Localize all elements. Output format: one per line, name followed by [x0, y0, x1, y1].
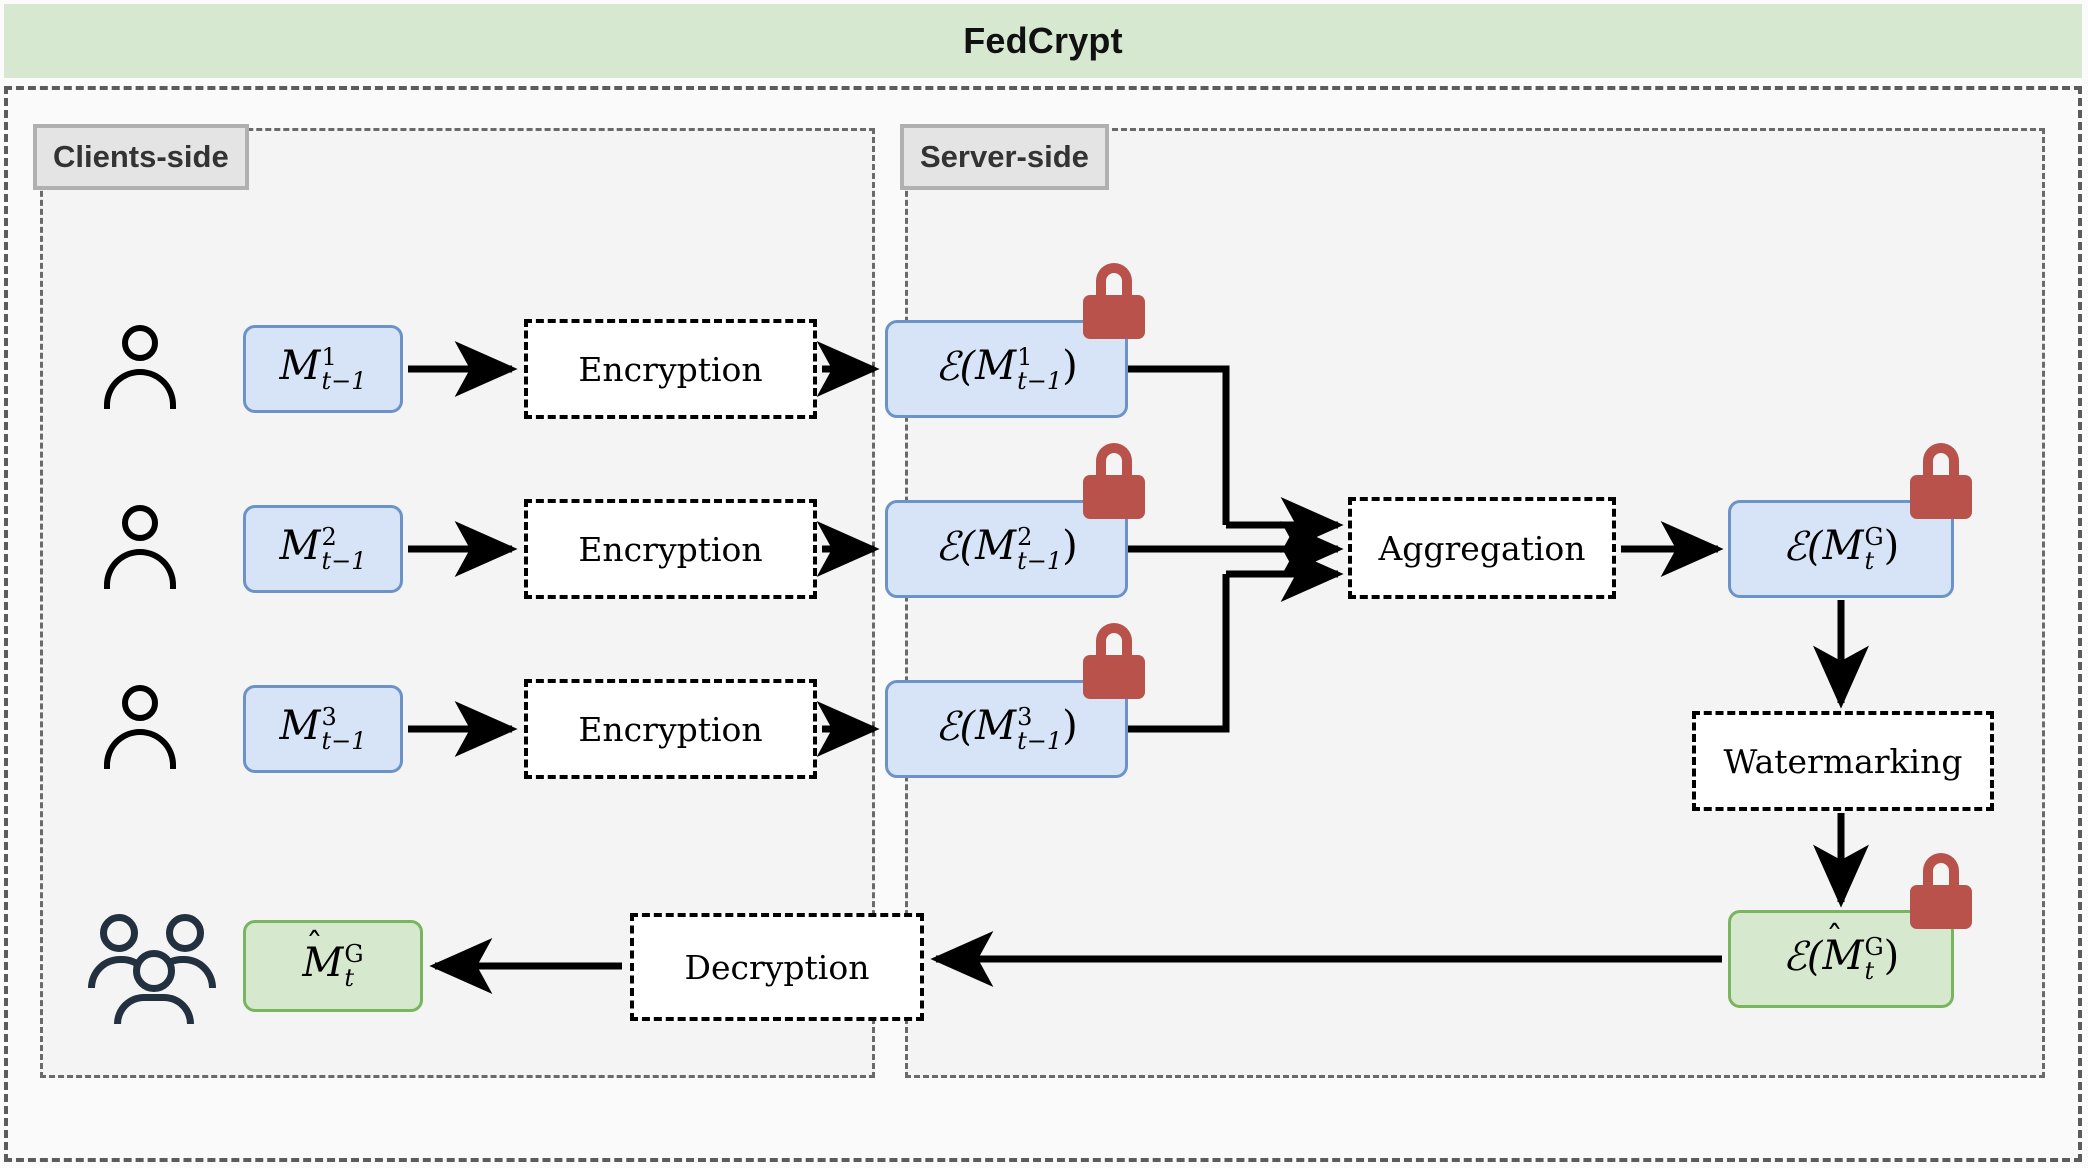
lock-icon-client-1	[1083, 263, 1145, 339]
watermarking-label: Watermarking	[1723, 741, 1963, 781]
watermarking-box[interactable]: Watermarking	[1692, 711, 1994, 811]
lock-icon-client-2	[1083, 443, 1145, 519]
page-title: FedCrypt	[963, 20, 1123, 61]
panel-label-server-text: Server-side	[920, 139, 1089, 174]
panel-label-server: Server-side	[900, 124, 1109, 190]
decryption-box[interactable]: Decryption	[630, 913, 924, 1021]
person-icon-client-2	[100, 505, 180, 589]
result-model-box[interactable]: ̂MGt	[243, 920, 423, 1012]
person-icon-client-1	[100, 325, 180, 409]
encryption-box-2[interactable]: Encryption	[524, 499, 817, 599]
aggregation-box[interactable]: Aggregation	[1348, 497, 1616, 599]
lock-icon-watermarked	[1910, 853, 1972, 929]
decryption-label: Decryption	[684, 947, 870, 987]
encryption-label-1: Encryption	[578, 349, 763, 389]
aggregation-label: Aggregation	[1378, 528, 1586, 568]
lock-icon-client-3	[1083, 623, 1145, 699]
encryption-box-3[interactable]: Encryption	[524, 679, 817, 779]
group-icon-clients	[88, 910, 222, 1024]
encryption-box-1[interactable]: Encryption	[524, 319, 817, 419]
lock-icon-global	[1910, 443, 1972, 519]
person-icon-client-3	[100, 685, 180, 769]
title-banner: FedCrypt	[4, 4, 2082, 78]
panel-label-clients: Clients-side	[33, 124, 249, 190]
encryption-label-2: Encryption	[578, 529, 763, 569]
panel-label-clients-text: Clients-side	[53, 139, 229, 174]
watermarked-encrypted-label: ℰ(̂MGt)	[1782, 933, 1900, 985]
result-model-label: ̂MGt	[302, 940, 364, 992]
encryption-label-3: Encryption	[578, 709, 763, 749]
